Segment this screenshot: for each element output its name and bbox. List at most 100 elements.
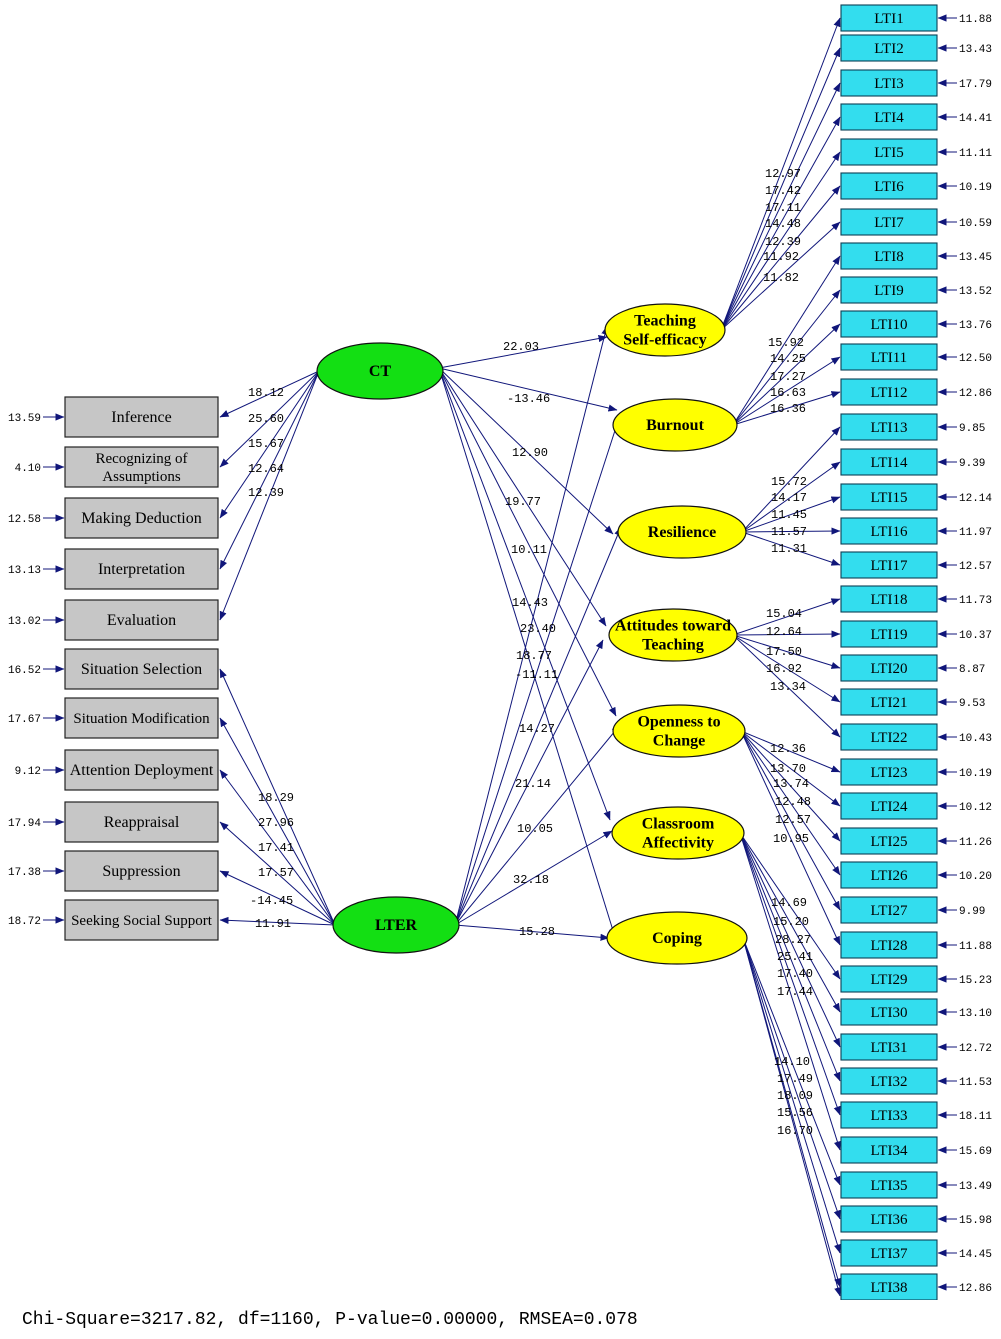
lti-error-value: 9.99 xyxy=(959,906,985,918)
cop-loading-path xyxy=(742,937,841,1186)
lti-box-32 xyxy=(840,1067,938,1095)
lti-box-label: LTI1 xyxy=(874,11,903,27)
lti-error-value: 12.57 xyxy=(959,561,992,573)
latent-ct-label: CT xyxy=(369,363,392,380)
observed-box-inference xyxy=(64,396,219,438)
ct-structural-path xyxy=(438,367,611,821)
lti-box-label: LTI7 xyxy=(874,215,904,231)
lti-box-8 xyxy=(840,242,938,270)
lti-error-value: 11.26 xyxy=(959,837,992,849)
ca-loading-path xyxy=(739,832,841,1151)
latent-bo xyxy=(612,398,738,452)
lti-box-23 xyxy=(840,758,938,786)
att-loading-path xyxy=(732,630,841,638)
observed-box-seeking-social-support xyxy=(64,899,219,941)
ca-loading-value: 28.27 xyxy=(775,933,811,947)
lti-error-value: 12.14 xyxy=(959,493,992,505)
tse-loading-path xyxy=(720,47,841,331)
ct-structural-value: 12.90 xyxy=(512,446,548,460)
tse-loading-path xyxy=(720,82,841,331)
lti-box-22 xyxy=(840,723,938,751)
lter-loading-value: 17.57 xyxy=(258,866,294,880)
lti-box-label: LTI37 xyxy=(871,1246,908,1262)
att-loading-value: 16.92 xyxy=(766,662,802,676)
cop-loading-path xyxy=(742,937,842,1297)
lter-structural-value: 21.14 xyxy=(515,777,551,791)
lter-loading-path xyxy=(219,769,336,926)
res-loading-path xyxy=(741,496,841,533)
lter-loading-value: -14.45 xyxy=(250,894,293,908)
lti-error-value: 10.19 xyxy=(959,768,992,780)
lti-error-value: 11.88 xyxy=(959,14,992,26)
lti-error-value: 11.73 xyxy=(959,595,992,607)
ct-error-value: 13.13 xyxy=(8,565,41,577)
lter-error-value: 17.94 xyxy=(8,818,41,830)
tse-loading-path xyxy=(720,116,841,331)
opn-loading-value: 13.74 xyxy=(773,777,809,791)
opn-loading-value: 13.70 xyxy=(770,762,806,776)
lti-box-19 xyxy=(840,620,938,648)
ct-structural-value: -13.46 xyxy=(507,392,550,406)
observed-box-attention-deployment xyxy=(64,749,219,791)
bo-loading-value: 15.92 xyxy=(768,336,804,350)
lti-error-value: 10.37 xyxy=(959,630,992,642)
lti-box-label: LTI11 xyxy=(871,350,907,366)
latent-tse xyxy=(604,303,726,357)
lti-box-label: LTI8 xyxy=(874,249,903,265)
att-loading-value: 17.50 xyxy=(766,645,802,659)
latent-ca-label: Affectivity xyxy=(642,835,714,852)
lti-error-value: 13.76 xyxy=(959,320,992,332)
latent-att xyxy=(608,608,738,662)
lti-box-label: LTI38 xyxy=(871,1280,908,1296)
lti-box-label: LTI22 xyxy=(871,730,908,746)
cop-loading-value: 15.56 xyxy=(777,1106,813,1120)
opn-loading-path xyxy=(740,730,841,876)
lti-error-value: 15.98 xyxy=(959,1215,992,1227)
res-loading-path xyxy=(741,426,841,533)
lter-structural-path xyxy=(454,414,621,926)
ct-structural-value: 22.03 xyxy=(503,340,539,354)
latent-ct xyxy=(316,342,444,400)
ct-loading-path xyxy=(219,370,320,418)
lti-box-label: LTI9 xyxy=(874,283,903,299)
observed-box-situation-modification xyxy=(64,697,219,739)
lti-error-value: 11.97 xyxy=(959,527,992,539)
lti-box-label: LTI6 xyxy=(874,179,904,195)
lti-error-value: 13.10 xyxy=(959,1008,992,1020)
lti-box-label: LTI19 xyxy=(871,627,908,643)
opn-loading-path xyxy=(740,730,841,807)
lti-error-value: 10.19 xyxy=(959,182,992,194)
bo-loading-path xyxy=(732,356,841,426)
lter-structural-value: 14.43 xyxy=(512,596,548,610)
lti-box-2 xyxy=(840,34,938,62)
lter-structural-value: 32.18 xyxy=(513,873,549,887)
lti-box-label: LTI32 xyxy=(871,1074,908,1090)
lti-error-value: 18.11 xyxy=(959,1111,992,1123)
tse-loading-path xyxy=(720,151,841,331)
latent-tse-label: Teaching xyxy=(634,313,696,330)
ct-structural-value: 19.77 xyxy=(505,495,541,509)
opn-loading-path xyxy=(740,730,841,946)
lti-error-value: 12.86 xyxy=(959,1283,992,1295)
lti-error-value: 17.79 xyxy=(959,79,992,91)
ct-error-value: 13.59 xyxy=(8,413,41,425)
lter-error-value: 18.72 xyxy=(8,916,41,928)
bo-loading-value: 16.63 xyxy=(770,386,806,400)
opn-loading-value: 10.95 xyxy=(773,832,809,846)
lter-structural-path xyxy=(454,830,613,926)
lter-structural-value: -11.11 xyxy=(515,668,558,682)
lti-box-5 xyxy=(840,138,938,166)
tse-loading-path xyxy=(720,221,841,331)
observed-box-suppression xyxy=(64,850,219,892)
lti-error-value: 15.69 xyxy=(959,1146,992,1158)
res-loading-path xyxy=(741,531,841,566)
opn-loading-path xyxy=(740,730,841,773)
latent-opn xyxy=(612,704,746,758)
lti-box-label: LTI36 xyxy=(871,1212,908,1228)
lti-box-13 xyxy=(840,413,938,441)
lti-box-label: LTI31 xyxy=(871,1040,908,1056)
ca-loading-value: 15.20 xyxy=(773,915,809,929)
ct-loading-path xyxy=(219,370,320,468)
ct-box-label: Inference xyxy=(111,409,171,426)
ct-structural-path xyxy=(438,367,614,535)
